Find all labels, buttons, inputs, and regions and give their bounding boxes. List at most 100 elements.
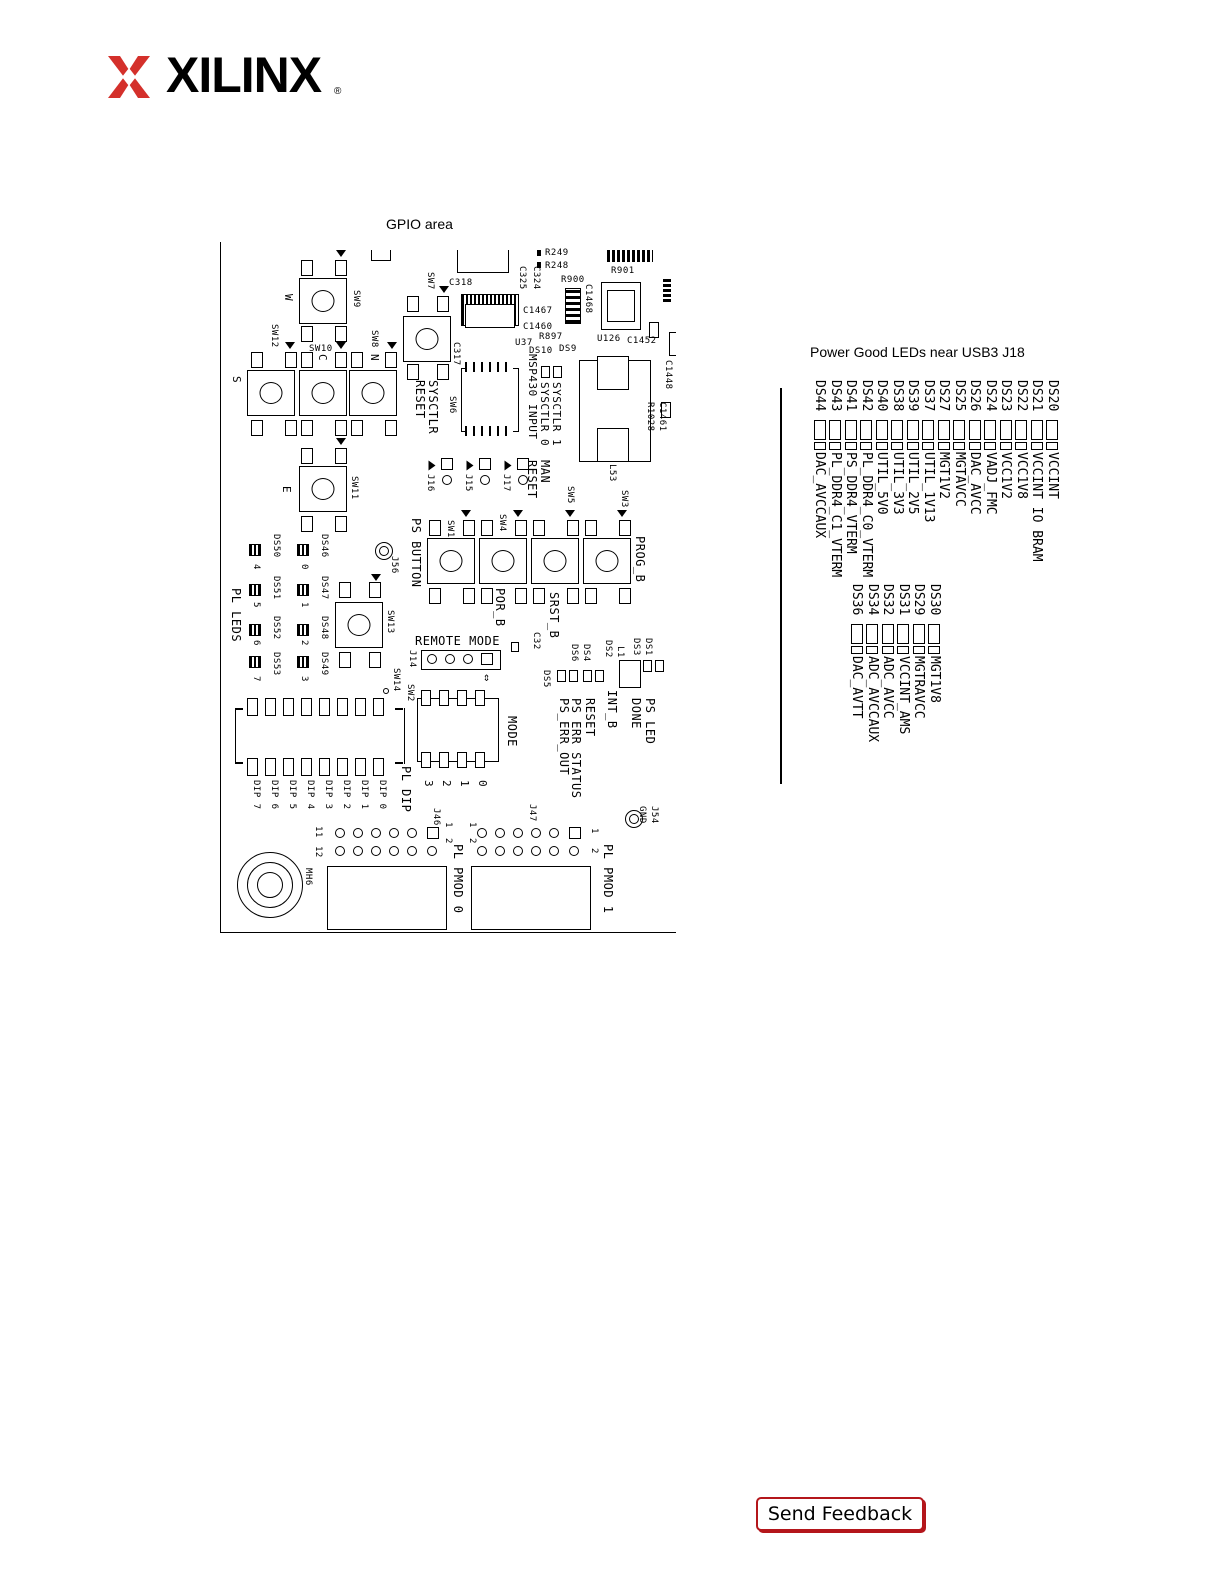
led-1-label: 1 <box>299 602 309 608</box>
ds50-label: DS50 <box>271 534 281 558</box>
send-feedback-label: Send Feedback <box>767 1503 913 1525</box>
c1452-label: C1452 <box>627 336 657 346</box>
sw7-sysctlr-reset-button[interactable] <box>403 316 451 362</box>
pl-dip-switch[interactable] <box>235 708 405 764</box>
dip4-label: DIP 4 <box>305 780 315 810</box>
dip1-label: DIP 1 <box>359 780 369 810</box>
sysctlr-1-label: SYSCTLR 1 <box>550 382 563 447</box>
c317-label: C317 <box>451 342 461 366</box>
mh6-label: MH6 <box>303 868 313 886</box>
mh6-mounting-hole <box>237 852 303 918</box>
l1-label: L1 <box>615 646 625 658</box>
pg-led-icon <box>999 420 1012 440</box>
n-label: N <box>368 354 381 362</box>
ps-led-label: PS LED <box>643 698 657 745</box>
j14-label: J14 <box>407 650 417 668</box>
c324-label: C324 <box>531 266 541 290</box>
pin-12-label: 12 <box>313 846 323 858</box>
pg-led-rail: VADJ_FMC <box>983 452 998 515</box>
pg-led-rail: UTIL_3V3 <box>890 452 905 515</box>
pg-led-rail: VCCINT_AMS <box>896 656 911 735</box>
sw14-label: SW14 <box>391 668 401 692</box>
j15-pin1 <box>479 458 491 470</box>
pg-led-icon <box>928 624 941 644</box>
pg-led-ref: DS29 <box>911 584 927 616</box>
j17-label: J17 <box>501 474 511 492</box>
srst-b-label: SRST_B <box>547 592 561 639</box>
pg-led-icon <box>1015 442 1028 450</box>
sw12-label: SW12 <box>269 324 279 348</box>
pg-caption: Power Good LEDs near USB3 J18 <box>810 344 1025 360</box>
ds51-label: DS51 <box>271 576 281 600</box>
pg-led-icon <box>912 646 925 654</box>
pg-led-icon <box>897 624 910 644</box>
pl-dip-label: PL DIP <box>399 766 413 813</box>
pg-led-icon <box>922 442 935 450</box>
sw13-button[interactable] <box>335 602 383 648</box>
c1468-label: C1468 <box>583 284 593 314</box>
por-b-label: POR_B <box>493 588 507 627</box>
sw11-button[interactable] <box>299 466 347 512</box>
pg-led-icon <box>928 646 941 654</box>
sw10-button[interactable] <box>299 370 347 416</box>
sw8-label: SW8 <box>369 330 379 348</box>
pl-pmod1-label: PL PMOD 1 <box>601 844 615 914</box>
ds10-label: DS10 <box>529 346 553 356</box>
send-feedback-button[interactable]: Send Feedback <box>756 1497 924 1531</box>
sw12-button[interactable] <box>247 370 295 416</box>
sw7-label: SW7 <box>425 272 435 290</box>
sw4-por-b-button[interactable] <box>479 538 527 584</box>
c1448-label: C1448 <box>663 360 673 390</box>
pg-led-icon <box>937 442 950 450</box>
sw9-label: SW9 <box>351 290 361 308</box>
ds53-label: DS53 <box>271 652 281 676</box>
r1028-label: R1028 <box>645 402 655 432</box>
s-label: S <box>230 376 243 384</box>
pg-led-rail: PL_DDR4_C1_VTERM <box>828 452 843 578</box>
sw1-label: SW1 <box>445 520 455 538</box>
pg-led-rail: MGT1V2 <box>936 452 952 499</box>
sw3-prog-b-button[interactable] <box>583 538 631 584</box>
registered-mark: ® <box>334 86 342 97</box>
j16-label: J16 <box>425 474 435 492</box>
pg-led-rail: UTIL_5V0 <box>874 452 890 515</box>
pg-led-ref: DS23 <box>998 380 1014 412</box>
sw9-button[interactable] <box>299 278 347 324</box>
pg-led-ref: DS38 <box>890 380 905 412</box>
pg-led-ref: DS24 <box>983 380 998 412</box>
mode-3-label: 3 <box>422 780 435 788</box>
u126-label: U126 <box>597 334 621 344</box>
pg-led-ref: DS27 <box>936 380 952 412</box>
c-label: C <box>316 354 329 362</box>
pg-led-icon <box>906 442 919 450</box>
j56-label: J56 <box>389 556 399 574</box>
j54-gnd-testpoint <box>625 810 643 828</box>
pg-led-icon <box>829 420 842 440</box>
pg-led-rail: UTIL_2V5 <box>905 452 921 515</box>
pg-led-icon <box>891 420 904 440</box>
pg-led-ref: DS42 <box>859 380 874 412</box>
pin-1a-label: 1 <box>443 822 453 828</box>
ds1-label: DS1 <box>643 638 653 656</box>
r248-label: R248 <box>545 261 569 271</box>
sw1-ps-button[interactable] <box>427 538 475 584</box>
pg-led-icon <box>844 420 857 440</box>
pg-led-rail: ADC_AVCCAUX <box>865 656 880 743</box>
pg-led-ref: DS40 <box>874 380 890 412</box>
sw5-srst-b-button[interactable] <box>531 538 579 584</box>
ds48-label: DS48 <box>319 616 329 640</box>
led-2-label: 2 <box>299 640 309 646</box>
sw8-button[interactable] <box>349 370 397 416</box>
pl-pmod0-label: PL PMOD 0 <box>451 844 465 914</box>
sw6-label: SW6 <box>447 396 457 414</box>
pg-led-icon <box>881 624 894 644</box>
pg-led-icon <box>937 420 950 440</box>
c32-label: C32 <box>531 632 541 650</box>
pin-2c-label: 2 <box>589 848 599 854</box>
gnd-label: GND <box>637 806 647 824</box>
